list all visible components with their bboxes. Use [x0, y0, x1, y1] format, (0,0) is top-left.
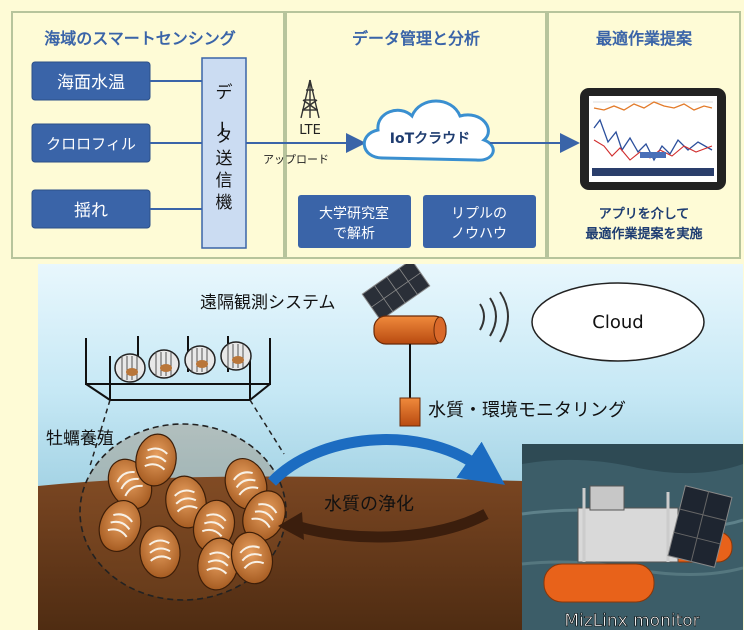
transmitter-label: データ送信機 [211, 82, 233, 213]
oyster-cage [184, 345, 216, 375]
oyster-cage [114, 353, 146, 383]
oyster-cluster [98, 433, 286, 591]
oyster-farm-scene: 牡蠣養殖 遠隔観測システム Cloud 水質・環境モニタリング 水質の浄化 [38, 264, 743, 630]
oyster-cages [114, 341, 252, 383]
sensor-label-sea-temp: 海面水温 [57, 73, 125, 93]
sensor-label-sway: 揺れ [74, 201, 108, 221]
water-purification-label: 水質の浄化 [324, 494, 414, 515]
transmitter-box [201, 57, 247, 249]
oyster [135, 433, 177, 487]
ripple-knowhow-line1: リプルの [451, 206, 507, 222]
cloud-icon [362, 99, 495, 162]
oyster-cage [220, 341, 252, 371]
lab-analysis-box [298, 195, 411, 248]
lab-analysis-line2: で解析 [333, 226, 375, 242]
oyster [230, 531, 274, 585]
lab-analysis-line1: 大学研究室 [319, 205, 389, 222]
proposal-heading: 最適作業提案 [596, 29, 693, 48]
transmitter-text: データ送信機 [211, 82, 233, 213]
upload-label: アップロード [263, 153, 329, 166]
oyster-cage [148, 349, 180, 379]
remote-observation-label: 遠隔観測システム [200, 293, 336, 313]
oyster [139, 525, 181, 579]
zoom-line [249, 399, 285, 455]
ripple-knowhow-line2: ノウハウ [451, 226, 507, 242]
water-monitoring-label: 水質・環境モニタリング [428, 400, 626, 421]
sensor-label-chlorophyll: クロロフィル [46, 135, 136, 153]
mizlinx-monitor-photo [521, 444, 743, 630]
monitoring-buoy-icon [361, 264, 447, 427]
analysis-heading: データ管理と分析 [352, 29, 480, 48]
sensing-heading: 海域のスマートセンシング [44, 29, 236, 48]
proposal-caption-line2: 最適作業提案を実施 [585, 226, 702, 242]
proposal-caption-line1: アプリを介して [599, 206, 690, 222]
zoom-line [89, 399, 111, 467]
antenna-icon [300, 79, 320, 119]
oyster-farming-label: 牡蠣養殖 [46, 429, 114, 449]
oyster [98, 500, 142, 552]
signal-waves-icon [479, 291, 509, 343]
data-flow-diagram: 海域のスマートセンシング データ管理と分析 最適作業提案 海面水温 クロロフィル… [11, 11, 741, 259]
antenna-label: LTE [299, 123, 321, 138]
photo-caption: MizLinx monitor [564, 611, 699, 630]
purification-arrow-blue [268, 434, 506, 486]
cloud-bubble-label: Cloud [592, 312, 643, 333]
app-tablet [580, 88, 726, 190]
ripple-knowhow-box [423, 195, 536, 248]
return-arrow-head [278, 512, 304, 540]
oyster-rack [85, 336, 271, 401]
oyster [165, 475, 207, 529]
return-arrow-dark [294, 509, 489, 543]
cloud-label: IoTクラウド [390, 131, 470, 147]
cloud-bubble [531, 282, 705, 362]
